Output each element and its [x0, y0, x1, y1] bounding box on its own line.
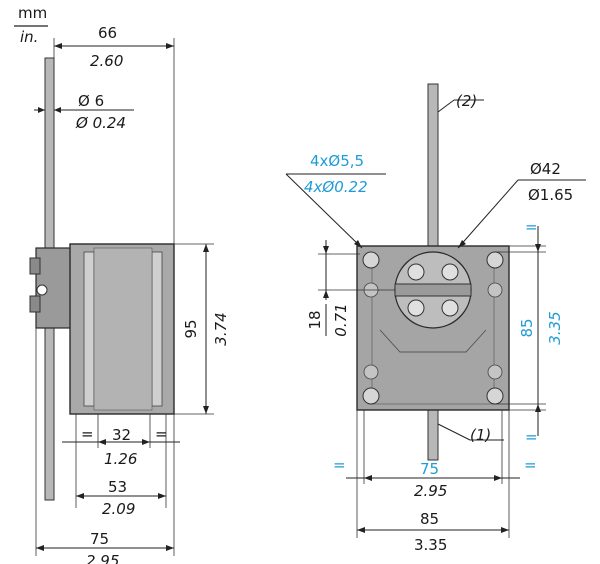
side-eq-left: =: [81, 425, 94, 443]
note-2: (2): [456, 92, 477, 110]
side-view: 66 2.60 Ø 6 Ø 0.24 95 3.74 = = 32 1.26: [29, 24, 230, 564]
unit-inch: in.: [20, 28, 38, 46]
side-center-width-in: 1.26: [104, 450, 137, 468]
units-legend: mm in.: [14, 4, 48, 46]
side-overall-width-in: 2.95: [86, 552, 119, 564]
eq-top: =: [525, 218, 538, 236]
holes-in: 4xØ0.22: [304, 178, 368, 196]
side-width-top-mm: 66: [98, 24, 117, 42]
head-dia-mm: Ø42: [530, 160, 561, 178]
head-dia-in: Ø1.65: [528, 186, 573, 204]
eq-left: =: [333, 456, 346, 474]
unit-mm: mm: [18, 4, 47, 22]
side-center-width-mm: 32: [112, 426, 131, 444]
hole-spacing-h-mm: 75: [420, 460, 439, 478]
front-width-in: 3.35: [414, 536, 447, 554]
side-base-width-mm: 53: [108, 478, 127, 496]
side-overall-width-mm: 75: [90, 530, 109, 548]
offset-in: 0.71: [332, 303, 350, 336]
mounting-holes: [362, 251, 504, 405]
eq-bottom: =: [525, 428, 538, 446]
hole-spacing-v-mm: 85: [518, 318, 536, 337]
side-eq-right: =: [155, 425, 168, 443]
front-width-mm: 85: [420, 510, 439, 528]
front-view: (2) 4xØ5,5 4xØ0.22 Ø42 Ø1.65 18 0.71 = =…: [285, 83, 586, 554]
side-rod-dia-in: Ø 0.24: [75, 114, 126, 132]
side-rod-dia-mm: Ø 6: [78, 92, 104, 110]
eq-right: =: [524, 456, 537, 474]
side-width-top-in: 2.60: [90, 52, 123, 70]
note-1: (1): [470, 426, 491, 444]
offset-mm: 18: [306, 310, 324, 329]
side-height-mm: 95: [182, 319, 200, 338]
hole-spacing-v-in: 3.35: [546, 311, 564, 344]
holes-mm: 4xØ5,5: [310, 152, 364, 170]
hole-spacing-h-in: 2.95: [414, 482, 447, 500]
side-height-in: 3.74: [212, 312, 230, 345]
side-base-width-in: 2.09: [102, 500, 135, 518]
